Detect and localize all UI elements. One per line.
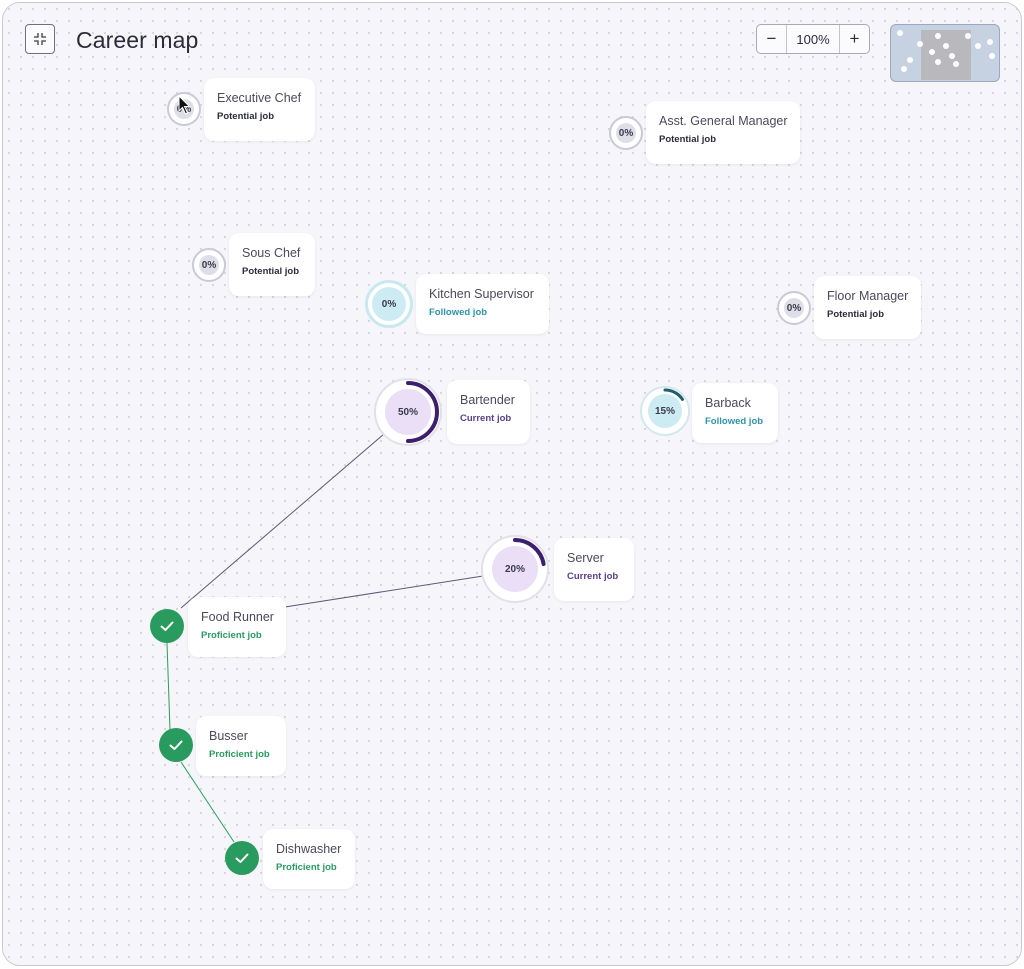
job-title: Barback xyxy=(705,396,751,410)
check-icon xyxy=(235,853,249,863)
progress-arc xyxy=(513,537,546,566)
progress-percent: 15% xyxy=(654,405,675,417)
job-title: Kitchen Supervisor xyxy=(429,287,534,301)
job-status: Potential job xyxy=(827,309,884,320)
connection-lines xyxy=(166,433,484,843)
job-card[interactable]: Bartender Current job xyxy=(447,380,530,444)
job-title: Food Runner xyxy=(201,610,274,624)
minimap-node xyxy=(987,39,993,45)
job-card[interactable]: Kitchen Supervisor Followed job xyxy=(416,274,549,334)
job-status: Proficient job xyxy=(209,749,270,760)
job-card[interactable]: Sous Chef Potential job xyxy=(229,233,315,296)
progress-ring: 0% xyxy=(365,280,413,328)
edge-food-runner-busser xyxy=(166,642,171,731)
proficient-badge xyxy=(225,841,259,875)
minimap-node xyxy=(975,43,981,49)
job-status: Followed job xyxy=(429,307,488,318)
page-title: Career map xyxy=(76,27,199,53)
job-status: Potential job xyxy=(659,134,716,145)
job-status: Followed job xyxy=(705,416,764,427)
progress-percent: 50% xyxy=(397,406,418,418)
minimap-node xyxy=(953,61,959,67)
job-title: Sous Chef xyxy=(242,246,301,260)
collapse-button[interactable] xyxy=(25,24,55,54)
progress-ring: 50% xyxy=(374,378,442,446)
job-title: Dishwasher xyxy=(276,842,342,856)
minimap-node xyxy=(901,66,907,72)
progress-percent: 0% xyxy=(618,127,634,139)
job-card[interactable]: Busser Proficient job xyxy=(196,716,286,776)
job-card[interactable]: Executive Chef Potential job xyxy=(204,78,315,141)
collapse-icon xyxy=(34,33,46,45)
zoom-level: 100% xyxy=(786,25,840,53)
job-card[interactable]: Asst. General Manager Potential job xyxy=(646,101,800,164)
progress-percent: 0% xyxy=(786,302,802,314)
edge-busser-dishwasher xyxy=(180,761,235,843)
progress-percent: 0% xyxy=(381,298,397,310)
job-card[interactable]: Dishwasher Proficient job xyxy=(263,829,355,889)
minimap-node xyxy=(989,53,995,59)
job-title: Busser xyxy=(209,729,248,743)
progress-ring: 0% xyxy=(609,116,643,150)
minimap-node xyxy=(965,33,971,39)
job-title: Bartender xyxy=(460,393,515,407)
proficient-badge xyxy=(159,728,193,762)
zoom-out-button[interactable]: − xyxy=(766,29,777,48)
progress-ring: 0% xyxy=(192,248,226,282)
job-status: Current job xyxy=(567,571,619,582)
progress-ring: 0% xyxy=(777,291,811,325)
minimap-node xyxy=(929,49,935,55)
job-card[interactable]: Food Runner Proficient job xyxy=(188,597,286,657)
job-title: Server xyxy=(567,551,604,565)
progress-ring: 20% xyxy=(481,535,549,603)
edge-food-runner-server xyxy=(284,575,484,608)
minimap[interactable] xyxy=(890,24,1000,82)
job-status: Potential job xyxy=(242,266,299,277)
check-icon xyxy=(160,621,174,631)
minimap-node xyxy=(907,57,913,63)
check-icon xyxy=(169,740,183,750)
job-status: Proficient job xyxy=(276,862,337,873)
job-card[interactable]: Server Current job xyxy=(554,538,634,601)
progress-arc xyxy=(406,381,439,443)
progress-arc xyxy=(663,388,684,401)
mouse-cursor-icon xyxy=(178,95,191,115)
job-card[interactable]: Floor Manager Potential job xyxy=(814,276,921,339)
minimap-node xyxy=(935,59,941,65)
zoom-control: − 100% + xyxy=(756,24,870,54)
job-status: Current job xyxy=(460,413,512,424)
proficient-badge xyxy=(150,609,184,643)
minimap-node xyxy=(943,43,949,49)
minimap-node xyxy=(949,53,955,59)
minimap-node xyxy=(917,41,923,47)
progress-ring: 15% xyxy=(640,386,690,436)
job-title: Asst. General Manager xyxy=(659,114,788,128)
progress-percent: 0% xyxy=(201,259,217,271)
job-title: Executive Chef xyxy=(217,91,302,105)
edge-food-runner-bartender xyxy=(180,433,385,609)
job-status: Potential job xyxy=(217,111,274,122)
job-card[interactable]: Barback Followed job xyxy=(692,383,778,443)
minimap-node xyxy=(935,33,941,39)
progress-percent: 20% xyxy=(504,563,525,575)
minimap-viewport[interactable] xyxy=(921,30,971,80)
job-status: Proficient job xyxy=(201,630,262,641)
zoom-in-button[interactable]: + xyxy=(849,29,860,48)
minimap-node xyxy=(897,30,903,36)
job-title: Floor Manager xyxy=(827,289,909,303)
